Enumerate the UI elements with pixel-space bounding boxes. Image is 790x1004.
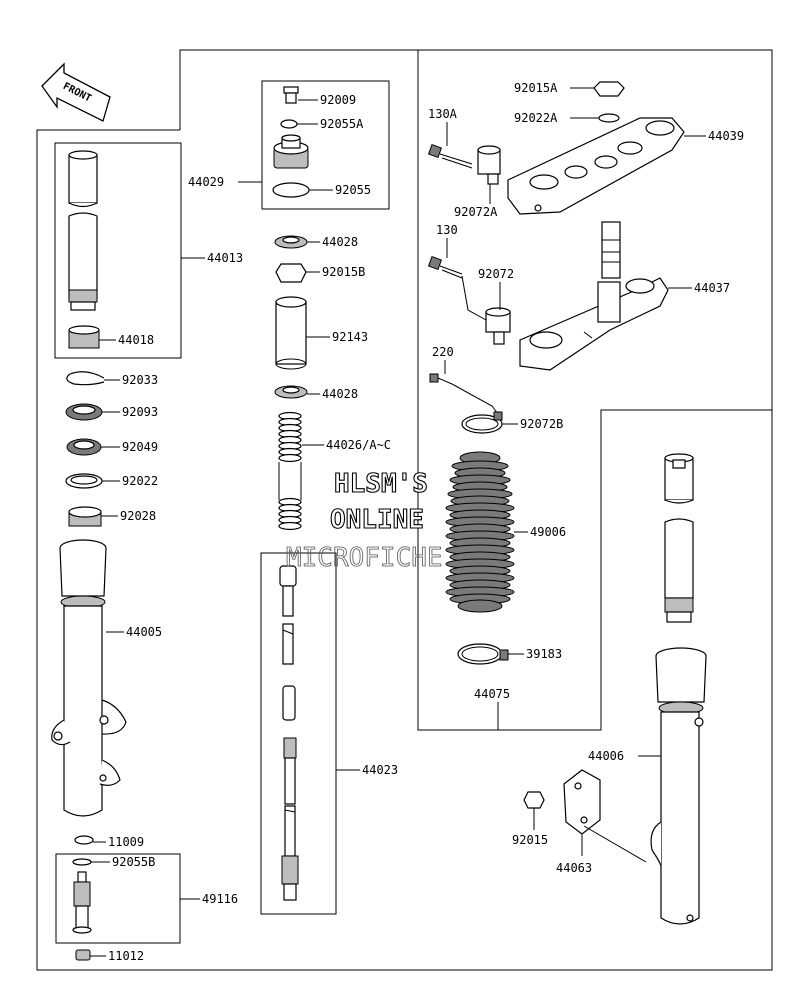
label-92072: 92072: [478, 267, 514, 281]
label-92022A: 92022A: [514, 111, 558, 125]
part-44013-inner-tube: [68, 150, 98, 311]
part-92093-seal: [65, 403, 120, 421]
frame-top-left: [179, 49, 418, 130]
frame-right-divider: [417, 50, 772, 731]
label-92055B: 92055B: [112, 855, 155, 869]
part-92033-circlip: [66, 371, 120, 386]
part-92072A-clamp: [477, 145, 501, 204]
front-arrow-icon: FRONT: [41, 62, 111, 122]
part-44026-spring: [278, 411, 302, 531]
part-92009-bolt: [283, 86, 318, 104]
part-44039-upper-clamp: [507, 117, 706, 215]
part-92015A-nut: [570, 81, 625, 97]
part-inner-tube-right: [664, 453, 694, 623]
part-92055B-oring: [72, 858, 110, 866]
part-92015-nut: [523, 791, 545, 830]
part-92028-bush: [68, 506, 118, 527]
label-92093: 92093: [122, 405, 158, 419]
label-92015A: 92015A: [514, 81, 558, 95]
part-44028-seat-upper: [274, 235, 320, 249]
label-44018: 44018: [118, 333, 154, 347]
label-44026: 44026/A~C: [326, 438, 391, 452]
part-49006-boot: [445, 451, 515, 613]
label-44039: 44039: [708, 129, 744, 143]
frame-outer: [36, 49, 773, 971]
part-44037-lower-clamp: [519, 221, 692, 371]
label-92015B: 92015B: [322, 265, 365, 279]
label-11012: 11012: [108, 949, 144, 963]
label-49116: 49116: [202, 892, 238, 906]
label-92049: 92049: [122, 440, 158, 454]
part-44018-bush: [68, 325, 116, 349]
label-92055A: 92055A: [320, 117, 364, 131]
box-44029: [261, 80, 390, 210]
box-44013: [54, 142, 182, 359]
label-44005: 44005: [126, 625, 162, 639]
label-92022: 92022: [122, 474, 158, 488]
label-92033: 92033: [122, 373, 158, 387]
label-49006: 49006: [530, 525, 566, 539]
part-92022A-washer: [570, 113, 620, 123]
part-92049-oil-seal: [66, 438, 120, 456]
label-220: 220: [432, 345, 454, 359]
label-92028: 92028: [120, 509, 156, 523]
part-92072-clamp: [485, 282, 511, 345]
part-130A-bolt: [427, 122, 473, 169]
label-92055: 92055: [335, 183, 371, 197]
label-92072B: 92072B: [520, 417, 563, 431]
part-44005-outer-tube: [51, 539, 127, 817]
label-92009: 92009: [320, 93, 356, 107]
part-92055-oring: [272, 182, 333, 198]
part-92015B-nut: [275, 263, 320, 283]
part-11012-gasket: [75, 949, 106, 961]
watermark-line-3: MICROFICHE: [286, 543, 443, 573]
part-11009-gasket: [74, 835, 106, 845]
label-44063: 44063: [556, 861, 592, 875]
label-130: 130: [436, 223, 458, 237]
label-92015: 92015: [512, 833, 548, 847]
part-49116-valve: [72, 871, 92, 934]
part-92055A-oring: [280, 119, 318, 129]
label-92143: 92143: [332, 330, 368, 344]
label-92072A: 92072A: [454, 205, 498, 219]
box-44023: [260, 552, 337, 915]
label-44028-b: 44028: [322, 387, 358, 401]
part-92022-washer: [65, 473, 120, 489]
part-44006-outer-tube: [638, 647, 707, 925]
part-39183-band: [457, 643, 524, 665]
label-44006: 44006: [588, 749, 624, 763]
part-220-screw: [429, 360, 499, 415]
watermark-line-1: HLSM'S: [334, 469, 428, 499]
label-130A: 130A: [428, 107, 458, 121]
part-44023-damper-rod: [279, 565, 299, 901]
part-44063-holder: [563, 769, 647, 863]
label-44013: 44013: [207, 251, 243, 265]
label-44028-a: 44028: [322, 235, 358, 249]
label-44023: 44023: [362, 763, 398, 777]
part-130-bolt: [427, 238, 487, 321]
part-92143-collar: [275, 296, 330, 370]
watermark-line-2: ONLINE: [330, 505, 424, 535]
label-44075: 44075: [474, 687, 510, 701]
part-fork-cap: [273, 134, 309, 169]
part-44028-seat-lower: [274, 385, 320, 399]
label-11009: 11009: [108, 835, 144, 849]
label-44037: 44037: [694, 281, 730, 295]
part-92072B-band: [461, 411, 518, 434]
label-44029: 44029: [188, 175, 224, 189]
label-39183: 39183: [526, 647, 562, 661]
